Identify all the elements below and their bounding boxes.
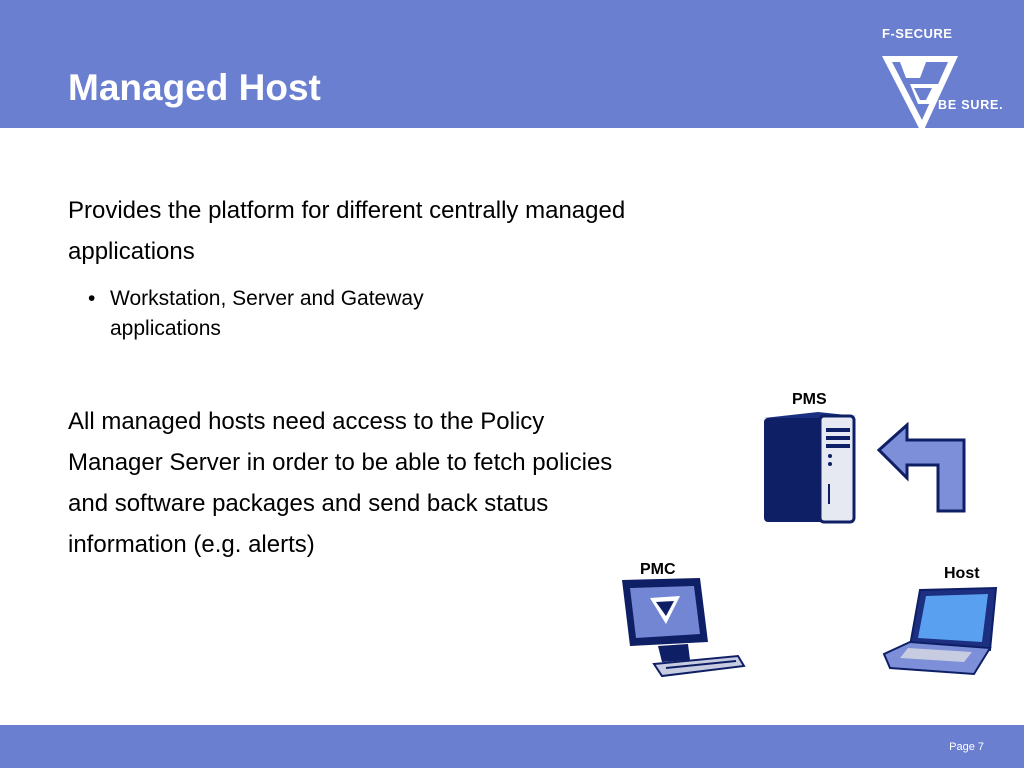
pms-label: PMS xyxy=(792,391,827,408)
logo-tagline: BE SURE. xyxy=(938,98,1004,112)
pmc-label: PMC xyxy=(640,561,676,578)
logo-brand-text: F-SECURE xyxy=(882,26,953,41)
server-icon xyxy=(764,412,856,524)
monitor-icon xyxy=(622,578,746,678)
title-bar: Managed Host F-SECURE BE SURE. xyxy=(0,0,1024,134)
footer-bar: Page 7 xyxy=(0,725,1024,768)
page-number: Page 7 xyxy=(949,741,984,753)
f-secure-logo: F-SECURE BE SURE. xyxy=(876,24,1016,134)
bullet-item: Workstation, Server and Gateway applicat… xyxy=(88,284,528,344)
slide-title: Managed Host xyxy=(68,67,321,108)
access-paragraph: All managed hosts need access to the Pol… xyxy=(68,408,613,558)
intro-paragraph: Provides the platform for different cent… xyxy=(68,197,626,265)
arrow-icon xyxy=(876,422,966,513)
laptop-icon xyxy=(882,586,998,676)
host-label: Host xyxy=(944,565,980,582)
f-secure-logo-icon xyxy=(882,56,958,134)
bullet-list: Workstation, Server and Gateway applicat… xyxy=(88,284,528,344)
